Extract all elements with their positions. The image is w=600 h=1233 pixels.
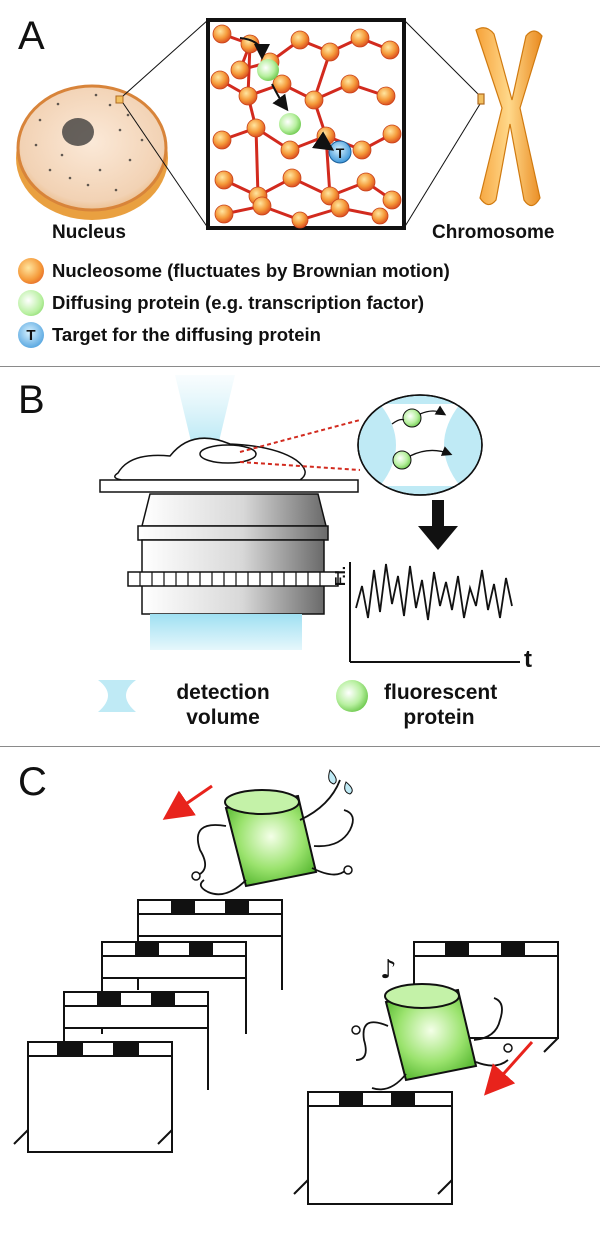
fluorescent-protein-legend-icon bbox=[336, 680, 368, 712]
legend-target: T Target for the diffusing protein bbox=[18, 322, 321, 348]
legend-nucleosome: Nucleosome (fluctuates by Brownian motio… bbox=[18, 258, 450, 284]
nucleosome-icon bbox=[18, 258, 44, 284]
divider-a-b bbox=[0, 366, 600, 367]
panel-a-letter: A bbox=[18, 14, 45, 58]
fluorescent-protein-label: fluorescent protein bbox=[384, 681, 498, 729]
legend-target-text: Target for the diffusing protein bbox=[52, 324, 321, 345]
motion-arrow-top bbox=[162, 784, 213, 820]
target-symbol: T bbox=[336, 145, 345, 161]
detection-volume-legend-icon bbox=[98, 680, 136, 712]
divider-b-c bbox=[0, 746, 600, 747]
target-icon: T bbox=[18, 322, 44, 348]
panel-b-letter: B bbox=[18, 378, 45, 422]
microscope-illustration bbox=[99, 375, 359, 650]
detection-volume-label: detection volume bbox=[176, 681, 270, 729]
x-axis-label: t bbox=[524, 646, 532, 673]
nucleus-label: Nucleus bbox=[52, 222, 126, 243]
panel-c-letter: C bbox=[18, 760, 47, 804]
running-protein-bottom: ♪ bbox=[351, 955, 513, 1091]
legend-nucleosome-text: Nucleosome (fluctuates by Brownian motio… bbox=[52, 260, 450, 281]
running-protein-top bbox=[191, 769, 354, 896]
diffusing-protein-icon bbox=[18, 290, 44, 316]
detection-volume-zoom bbox=[239, 394, 483, 496]
hurdles-left bbox=[13, 899, 283, 1153]
legend-diffusing-protein-text: Diffusing protein (e.g. transcription fa… bbox=[52, 292, 425, 313]
intensity-trace-plot bbox=[349, 562, 520, 663]
hurdles-right bbox=[293, 941, 559, 1205]
nucleus-illustration bbox=[16, 19, 209, 229]
motion-arrow-bottom bbox=[483, 1040, 534, 1096]
chromosome-label: Chromosome bbox=[432, 222, 555, 243]
down-arrow bbox=[418, 500, 458, 550]
chromatin-zoom-box: T bbox=[206, 18, 406, 230]
chromosome-illustration bbox=[475, 27, 543, 207]
target-icon-symbol: T bbox=[26, 326, 36, 344]
y-axis-label: F.I. bbox=[332, 565, 349, 586]
legend-diffusing-protein: Diffusing protein (e.g. transcription fa… bbox=[18, 290, 424, 316]
svg-text:♪: ♪ bbox=[380, 955, 397, 985]
